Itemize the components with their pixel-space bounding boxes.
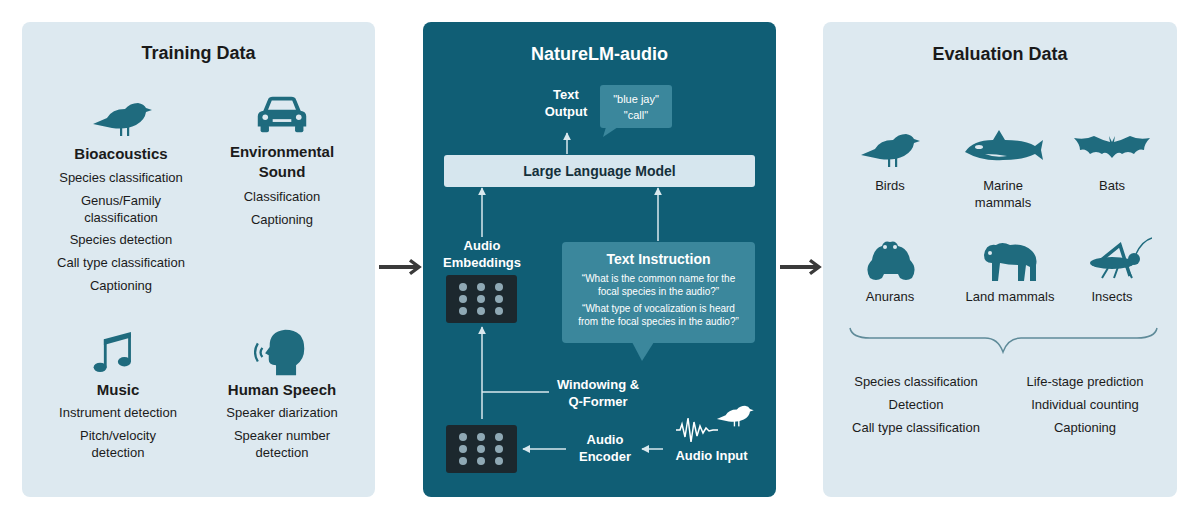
node-heading: Evaluation Data [823, 43, 1177, 66]
embedding-dots [454, 281, 508, 317]
task-label: Instrument detection [33, 405, 203, 422]
task-label: Classification [207, 189, 357, 206]
encoder-arrow [523, 448, 566, 450]
bird-icon [717, 406, 754, 427]
category-heading: Human Speech [207, 380, 357, 400]
instruction-bubble-shape [562, 242, 755, 343]
data-arrow [657, 188, 659, 241]
text-output: Text Output "blue jay" "call" [538, 82, 678, 132]
data-arrow [481, 188, 483, 237]
task-label: Captioning [36, 278, 206, 295]
node-heading: Training Data [22, 42, 375, 65]
node-heading: Text Instruction [562, 250, 755, 268]
task-label: Insects [1062, 289, 1162, 306]
embedding-node: Audio Embeddings [440, 238, 524, 326]
task-label: Land mammals [950, 289, 1070, 306]
section-panel-shape [823, 22, 1177, 497]
task-label: Speaker number detection [217, 428, 347, 462]
task-label: Captioning [1005, 420, 1165, 437]
speech-icon [255, 330, 304, 376]
orca-icon [965, 130, 1043, 160]
waveform [676, 418, 718, 442]
bat-icon [1074, 136, 1150, 158]
category-heading: Music [58, 380, 178, 400]
task-label: Life-stage prediction [1005, 374, 1165, 391]
task-label: Birds [840, 178, 940, 195]
model-box: Large Language Model [444, 155, 755, 187]
category-heading: Bioacoustics [41, 144, 201, 164]
car-icon [258, 97, 306, 132]
node-heading: Large Language Model [444, 162, 755, 180]
data-arrow [481, 327, 483, 419]
task-label: Marine mammals [963, 178, 1043, 212]
task-label: Detection [836, 397, 996, 414]
embedding-block [446, 275, 517, 323]
chimp-icon [984, 243, 1037, 281]
model-panel-shape [423, 22, 776, 497]
node-heading: NatureLM-audio [423, 43, 776, 66]
task-label: Genus/Family classification [66, 193, 176, 227]
edge-label: Windowing & Q-Former [553, 377, 643, 411]
model-panel: Text Output "blue jay" "call" Large Languag… [423, 22, 776, 497]
insect-icon [1090, 238, 1152, 278]
bubble-tail [603, 127, 618, 137]
bird-icon [861, 134, 920, 167]
encoder-block [446, 425, 517, 473]
node-heading: Audio Encoder [571, 432, 639, 466]
node-text: "blue jay" [600, 92, 672, 106]
flow-arrow [379, 265, 419, 269]
task-label: Captioning [207, 212, 357, 229]
data-arrow [566, 133, 568, 154]
task-label: Anurans [840, 289, 940, 306]
task-label: Individual counting [1005, 397, 1165, 414]
data-arrow [642, 448, 663, 450]
node-text: “What type of vocalization is heard from… [572, 302, 745, 328]
task-label: Species classification [836, 374, 996, 391]
task-label: Speaker diarization [207, 405, 357, 422]
task-label: Call type classification [36, 255, 206, 272]
task-label: Call type classification [836, 420, 996, 437]
model-box-shape [444, 155, 755, 187]
task-label: Species classification [36, 170, 206, 187]
audio-input: Audio Input [664, 398, 759, 476]
node-heading: Audio Embeddings [440, 238, 524, 272]
node-heading: Text Output [538, 87, 594, 121]
node-heading: Audio Input [664, 448, 759, 465]
section-panel-shape [22, 22, 375, 497]
brace [850, 328, 1157, 352]
instruction-bubble: Text Instruction “What is the common name… [562, 242, 755, 343]
category-heading: Environmental Sound [227, 142, 337, 181]
node-text: “What is the common name for the focal s… [572, 272, 745, 298]
output-bubble [600, 85, 672, 128]
bird-icon [93, 103, 152, 136]
task-label: Pitch/velocity detection [58, 428, 178, 462]
encoder-dots [454, 431, 508, 467]
task-label: Bats [1062, 178, 1162, 195]
task-label: Species detection [36, 232, 206, 249]
flow-arrow [780, 265, 819, 269]
branch-line [482, 391, 549, 393]
node-text: "call" [600, 108, 672, 122]
music-icon [94, 332, 131, 372]
frog-icon [867, 242, 914, 281]
encoder-node: Audio Encoder [446, 420, 641, 478]
bubble-tail [632, 342, 654, 361]
